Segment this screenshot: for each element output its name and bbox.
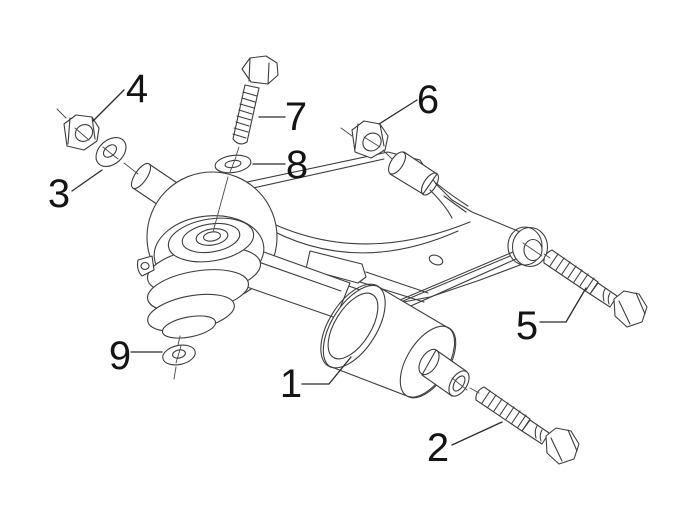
callout-number-3-flat-washer-front: 3 <box>48 172 70 216</box>
callout-leader-5-hex-bolt-upper <box>539 287 587 323</box>
callout-number-6-hex-nut-upper: 6 <box>417 78 439 122</box>
bolt-2-drawing <box>475 386 580 465</box>
callout-number-4-hex-nut-front: 4 <box>126 67 148 111</box>
callout-number-9-flat-washer-lower: 9 <box>109 334 131 378</box>
axis-lines <box>56 108 551 394</box>
rubber-mount-drawing <box>136 215 265 339</box>
bolt-7-drawing <box>232 55 279 145</box>
callout-number-7-hex-bolt-mount: 7 <box>285 95 307 139</box>
callout-leader-4-hex-nut-front <box>92 89 125 122</box>
callout-number-8-flat-washer-mount: 8 <box>286 143 308 187</box>
upper-pivot-pin-drawing <box>387 151 440 196</box>
silent-block-bushing-drawing <box>320 283 470 399</box>
callout-number-2-hex-bolt-lower: 2 <box>427 426 449 470</box>
bolt-5-drawing <box>543 249 648 328</box>
washer-9-drawing <box>162 344 196 366</box>
nut-4-drawing <box>63 114 100 151</box>
nut-6-drawing <box>351 120 389 159</box>
callout-number-1-swing-arm-body: 1 <box>280 362 302 406</box>
callout-number-5-hex-bolt-upper: 5 <box>516 304 538 348</box>
washer-3-drawing <box>95 136 127 168</box>
callouts-layer: 1 2 3 4 5 6 78 9 <box>48 67 587 470</box>
callout-leader-2-hex-bolt-lower <box>451 421 503 446</box>
callout-leader-3-flat-washer-front <box>71 169 103 192</box>
callout-leader-1-swing-arm-body <box>301 356 352 385</box>
callout-leader-6-hex-nut-upper <box>378 99 418 125</box>
